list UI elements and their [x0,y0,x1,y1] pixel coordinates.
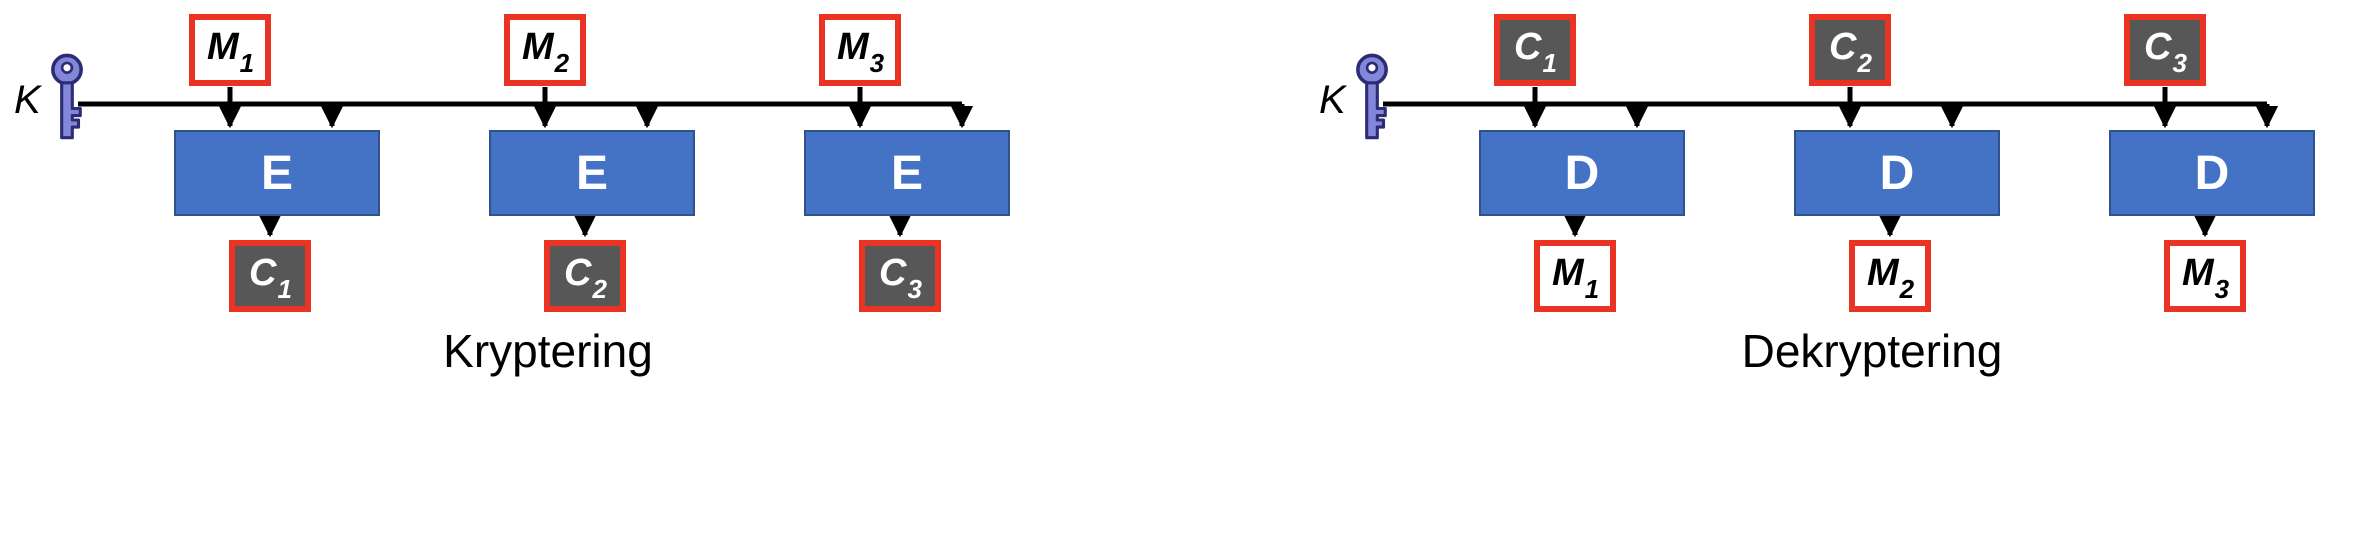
enc-message-box-1: M1 [189,14,271,86]
dec-block-1: D [1479,130,1685,216]
enc-message-label-2: M2 [521,26,569,76]
dec-message-box-2: M2 [1849,240,1931,312]
label-sub: 1 [1542,47,1557,78]
dec-cipher-box-3: C3 [2124,14,2206,86]
enc-message-label-3: M3 [836,26,884,76]
label-base: C [249,252,277,295]
enc-cipher-label-1: C1 [249,252,292,302]
enc-cipher-box-2: C2 [544,240,626,312]
enc-block-3: E [804,130,1010,216]
label-sub: 2 [1857,47,1872,78]
label-base: M [206,26,239,69]
label-base: M [1866,252,1899,295]
enc-message-box-3: M3 [819,14,901,86]
enc-block-1: E [174,130,380,216]
label-base: C [2144,26,2172,69]
dec-key-label: K [1319,78,1346,122]
dec-block-label-1: D [1564,146,1600,200]
enc-message-label-1: M1 [206,26,254,76]
enc-block-label-2: E [575,146,608,200]
dec-block-2: D [1794,130,2000,216]
label-sub: 3 [2214,273,2230,304]
dec-cipher-label-1: C1 [1514,26,1557,76]
dec-key-icon [1356,53,1388,140]
dec-message-label-3: M3 [2181,252,2229,302]
label-base: C [879,252,907,295]
dec-message-label-2: M2 [1866,252,1914,302]
label-sub: 3 [907,273,922,304]
label-base: M [521,26,554,69]
label-base: M [836,26,869,69]
enc-cipher-label-3: C3 [879,252,922,302]
label-sub: 3 [2172,47,2187,78]
dec-message-box-1: M1 [1534,240,1616,312]
enc-key-icon [51,53,83,140]
dec-caption: Dekryptering [1741,325,2003,377]
label-sub: 3 [869,47,885,78]
dec-block-3: D [2109,130,2315,216]
label-base: C [1514,26,1542,69]
enc-block-label-3: E [890,146,923,200]
dec-cipher-box-1: C1 [1494,14,1576,86]
label-sub: 1 [239,47,255,78]
enc-cipher-label-2: C2 [564,252,607,302]
dec-cipher-label-3: C3 [2144,26,2187,76]
enc-block-label-1: E [260,146,293,200]
dec-message-label-1: M1 [1551,252,1599,302]
label-base: M [1551,252,1584,295]
label-sub: 2 [592,273,607,304]
enc-cipher-box-3: C3 [859,240,941,312]
label-sub: 2 [554,47,570,78]
label-base: M [2181,252,2214,295]
dec-block-label-3: D [2194,146,2230,200]
enc-caption: Kryptering [443,325,653,377]
enc-message-box-2: M2 [504,14,586,86]
enc-block-2: E [489,130,695,216]
dec-cipher-label-2: C2 [1829,26,1872,76]
enc-cipher-box-1: C1 [229,240,311,312]
label-sub: 1 [1584,273,1600,304]
enc-key-label: K [14,78,41,122]
label-base: C [1829,26,1857,69]
dec-block-label-2: D [1879,146,1915,200]
label-base: C [564,252,592,295]
dec-message-box-3: M3 [2164,240,2246,312]
dec-cipher-box-2: C2 [1809,14,1891,86]
label-sub: 1 [277,273,292,304]
label-sub: 2 [1899,273,1915,304]
